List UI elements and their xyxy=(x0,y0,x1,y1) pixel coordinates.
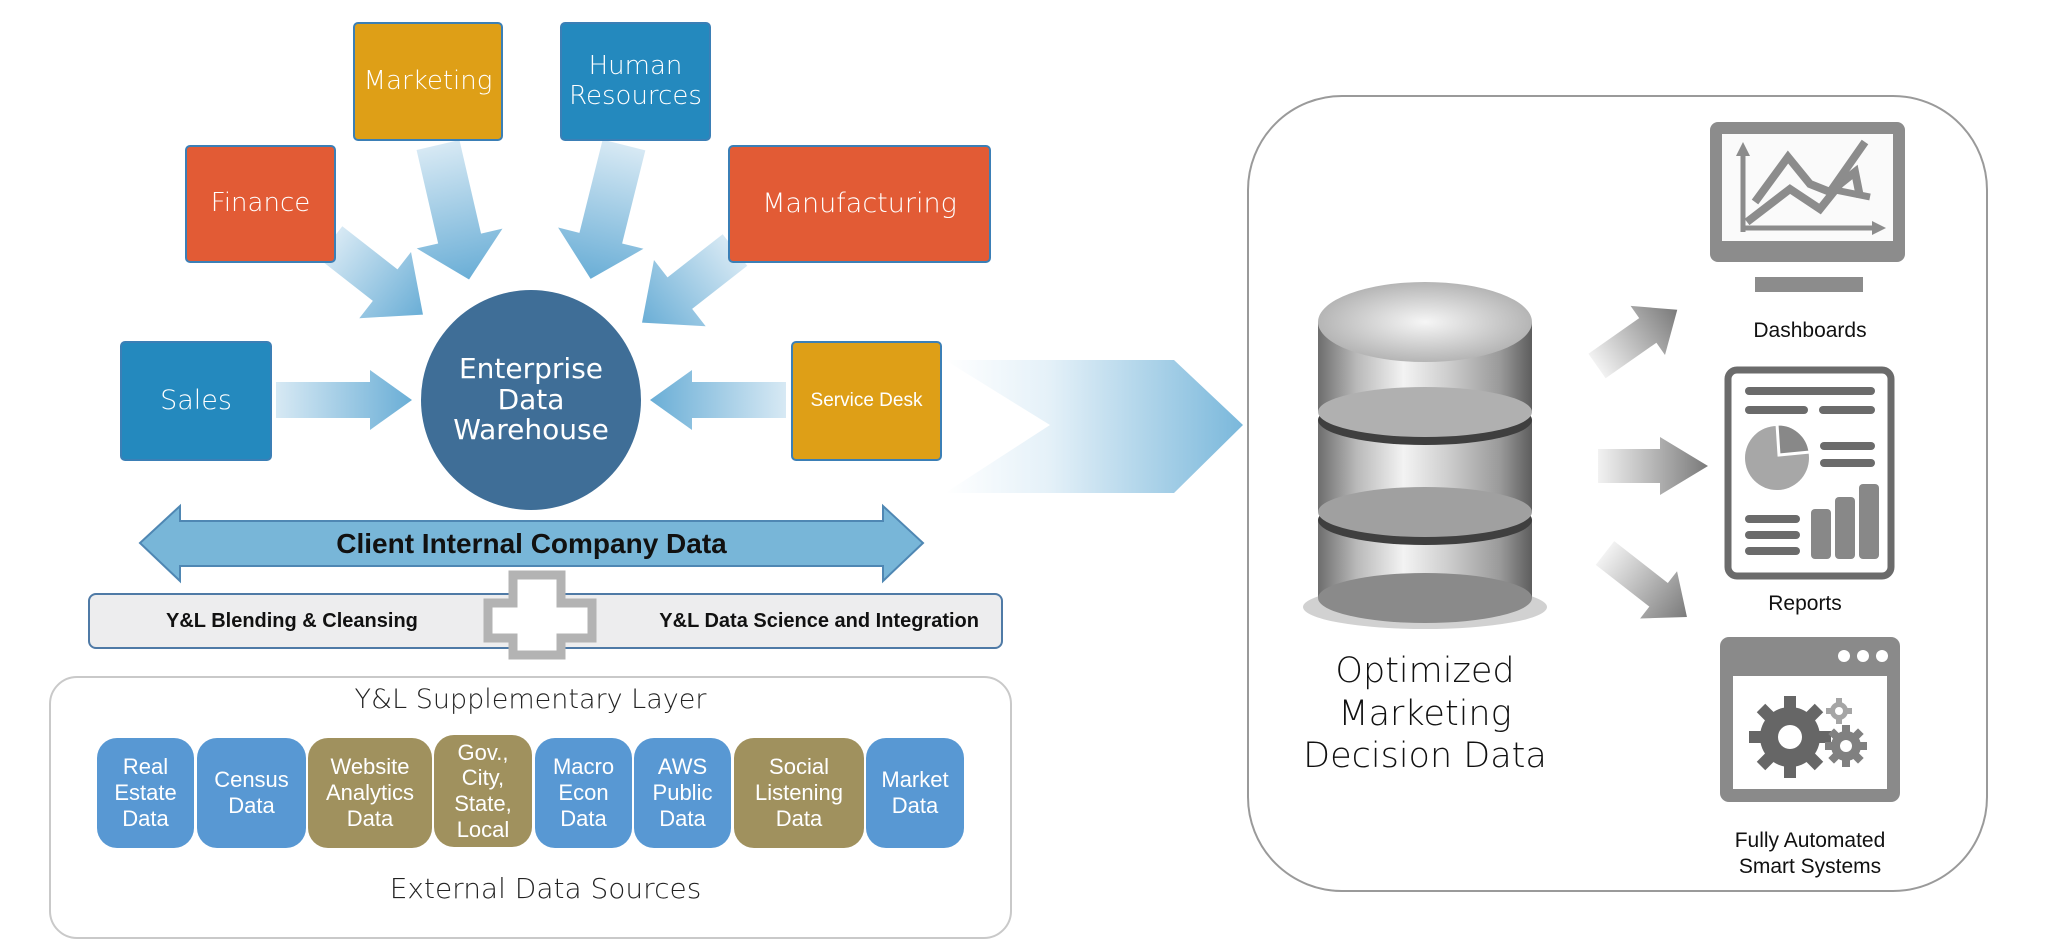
arrow-to-reports xyxy=(1598,437,1708,495)
client-internal-double-arrow xyxy=(138,503,925,584)
source-website-analytics-data: Website Analytics Data xyxy=(308,738,432,848)
external-sources-label: External Data Sources xyxy=(389,871,702,905)
monitor-chart-icon xyxy=(1710,122,1905,292)
department-manufacturing-label: Manufacturing xyxy=(762,188,957,220)
source-label: Census Data xyxy=(214,767,289,818)
source-label: Gov., City, State, Local xyxy=(454,739,512,842)
database-label: Optimized Marketing Decision Data xyxy=(1303,651,1547,777)
arrow-hr-to-hub xyxy=(558,139,646,279)
transfer-arrow-to-output xyxy=(945,360,1243,493)
arrow-servicedesk-to-hub xyxy=(650,370,786,430)
blending-cleansing-label: Y&L Blending & Cleansing xyxy=(166,609,418,632)
source-label: Macro Econ Data xyxy=(552,754,615,831)
arrow-marketing-to-hub xyxy=(416,140,503,280)
arrow-sales-to-hub xyxy=(276,370,412,430)
source-census-data: Census Data xyxy=(197,738,306,848)
source-label: Market Data xyxy=(881,767,949,818)
enterprise-data-warehouse-hub: Enterprise Data Warehouse xyxy=(421,290,641,510)
department-hr-label: Human Resources xyxy=(569,50,702,111)
source-label: Website Analytics Data xyxy=(325,754,415,831)
source-macro-econ-data: Macro Econ Data xyxy=(535,738,632,848)
department-service-desk: Service Desk xyxy=(791,341,942,461)
department-finance-label: Finance xyxy=(210,188,311,219)
output-label-dashboards: Dashboards xyxy=(1753,319,1867,342)
source-social-listening-data: Social Listening Data xyxy=(734,738,864,848)
plus-overlay-icon xyxy=(483,570,597,660)
source-label: AWS Public Data xyxy=(652,754,713,831)
source-real-estate-data: Real Estate Data xyxy=(97,738,194,848)
department-human-resources: Human Resources xyxy=(560,22,711,141)
arrow-to-smart-systems xyxy=(1595,541,1687,619)
arrow-manufacturing-to-hub xyxy=(642,234,748,327)
source-label: Social Listening Data xyxy=(754,754,844,831)
arrow-to-dashboards xyxy=(1588,305,1678,379)
output-label-smart-systems: Fully Automated Smart Systems xyxy=(1734,829,1886,879)
gears-window-icon xyxy=(1720,637,1900,802)
arrow-finance-to-hub xyxy=(317,226,423,319)
report-document-icon xyxy=(1724,366,1895,580)
database-icon xyxy=(1303,282,1547,629)
department-finance: Finance xyxy=(185,145,336,263)
department-marketing-label: Marketing xyxy=(363,65,493,96)
client-internal-label: Client Internal Company Data xyxy=(336,528,727,559)
source-market-data: Market Data xyxy=(866,738,964,848)
data-science-integration-label: Y&L Data Science and Integration xyxy=(659,609,979,632)
source-aws-public-data: AWS Public Data xyxy=(634,738,731,848)
department-sales-label: Sales xyxy=(160,385,232,417)
hub-label: Enterprise Data Warehouse xyxy=(453,351,609,447)
department-sales: Sales xyxy=(120,341,272,461)
output-label-reports: Reports xyxy=(1768,592,1842,615)
output-panel-graphics xyxy=(1303,122,1905,802)
source-label: Real Estate Data xyxy=(114,754,177,831)
source-gov-city-state-local: Gov., City, State, Local xyxy=(434,735,532,847)
supplementary-layer-title: Y&L Supplementary Layer xyxy=(354,684,707,715)
department-marketing: Marketing xyxy=(353,22,503,141)
department-service-desk-label: Service Desk xyxy=(810,390,923,412)
department-manufacturing: Manufacturing xyxy=(728,145,991,263)
